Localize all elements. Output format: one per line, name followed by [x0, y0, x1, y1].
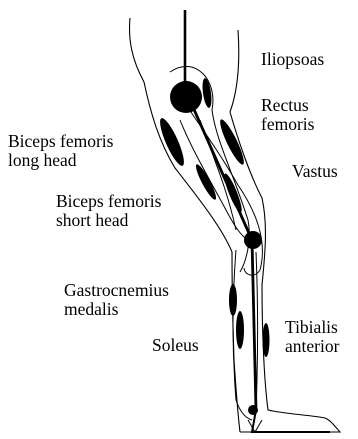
label-soleus: Soleus	[152, 336, 199, 355]
label-tibialis-anterior-line2: anterior	[285, 337, 339, 356]
tibia	[252, 240, 256, 410]
label-iliopsoas: Iliopsoas	[261, 50, 324, 69]
knee-joint	[244, 231, 262, 249]
rectus-femoris-muscle	[217, 117, 248, 166]
iliopsoas-muscle	[201, 78, 213, 109]
hip-joint	[170, 81, 202, 113]
label-gastrocnemius-medalis-line2: medalis	[64, 300, 118, 319]
biceps-femoris-long-head-muscle	[156, 116, 188, 168]
label-biceps-femoris-long-head-line1: Biceps femoris	[8, 132, 113, 151]
label-gastrocnemius-medalis-line1: Gastrocnemius	[64, 281, 169, 300]
label-biceps-femoris-short-head-line2: short head	[56, 211, 128, 230]
ankle-joint	[248, 405, 258, 415]
tibialis-anterior-muscle	[263, 323, 270, 357]
label-rectus-femoris-line2: femoris	[261, 115, 314, 134]
label-biceps-femoris-long-head-line2: long head	[8, 151, 77, 170]
label-rectus-femoris-line1: Rectus	[261, 96, 309, 115]
label-biceps-femoris-short-head-line1: Biceps femoris	[56, 192, 161, 211]
label-vastus: Vastus	[292, 162, 338, 181]
soleus-muscle	[236, 311, 244, 349]
gastrocnemius-medalis-muscle	[229, 284, 237, 316]
label-tibialis-anterior-line1: Tibialis	[285, 318, 338, 337]
muscle-boundary-lines	[170, 66, 262, 432]
